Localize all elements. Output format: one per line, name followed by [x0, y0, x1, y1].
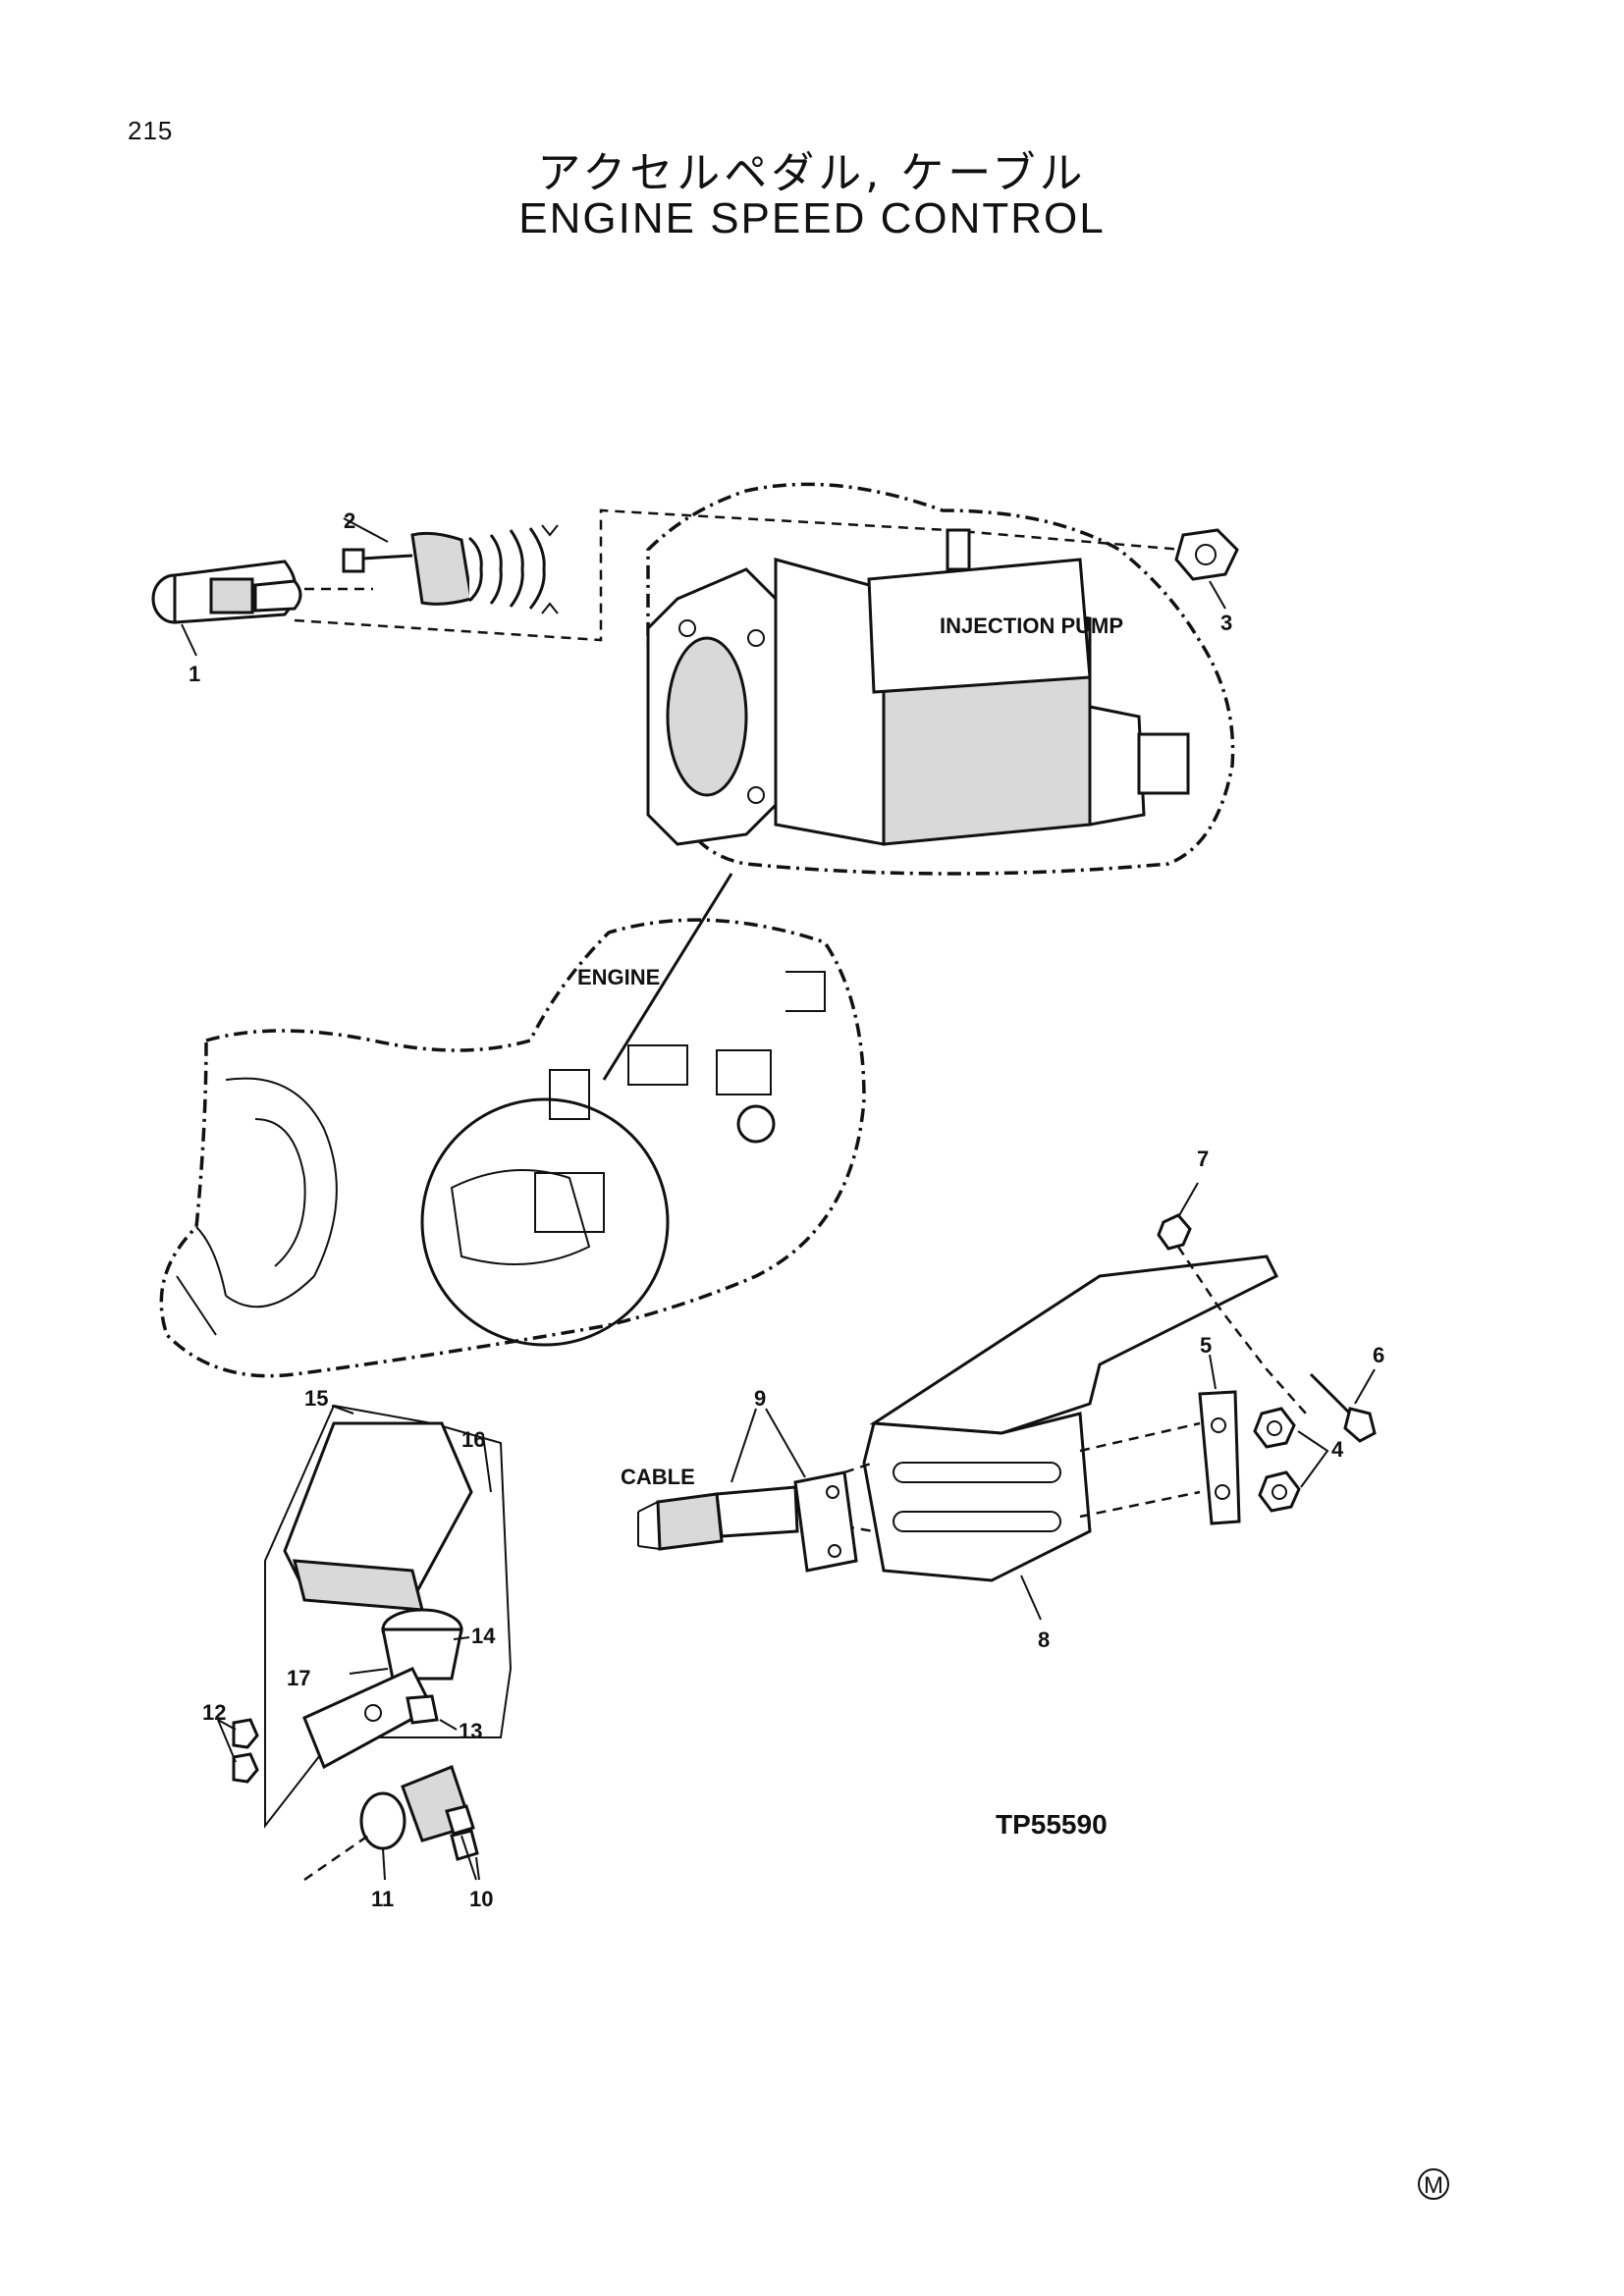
- callout-7: 7: [1197, 1147, 1209, 1171]
- page-title-japanese: アクセルペダル, ケーブル: [537, 148, 1087, 198]
- callout-15: 15: [304, 1386, 328, 1411]
- engine-label: ENGINE: [577, 965, 660, 989]
- part-5-plate: [1198, 1354, 1241, 1525]
- callout-1: 1: [189, 662, 200, 686]
- callout-9: 9: [754, 1386, 766, 1411]
- callout-5: 5: [1200, 1333, 1212, 1358]
- page-number: 215: [128, 116, 174, 145]
- callout-8: 8: [1038, 1628, 1050, 1652]
- engine-view: [159, 918, 866, 1378]
- callout-17: 17: [287, 1666, 310, 1690]
- callout-13: 13: [459, 1719, 482, 1743]
- callout-12: 12: [202, 1700, 226, 1725]
- injection-pump-zoom: [646, 482, 1235, 876]
- figure-code: TP55590: [996, 1809, 1108, 1840]
- cable-label: CABLE: [621, 1465, 695, 1489]
- part-7-nut: [1157, 1182, 1199, 1251]
- corner-mark-circle: [1418, 2168, 1449, 2200]
- callout-16: 16: [461, 1427, 485, 1452]
- callout-2: 2: [344, 508, 355, 533]
- part-9-clevis: [637, 1408, 858, 1573]
- callout-10: 10: [469, 1887, 493, 1911]
- callout-6: 6: [1373, 1343, 1384, 1367]
- part-8-bracket: [862, 1255, 1279, 1621]
- part-6-bolt: [1309, 1368, 1377, 1443]
- callout-3: 3: [1220, 611, 1232, 635]
- part-4-nuts: [1253, 1407, 1329, 1513]
- part-3-nut: [1174, 528, 1239, 610]
- callout-4: 4: [1331, 1437, 1344, 1462]
- corner-mark: M: [1424, 2172, 1443, 2199]
- callout-11: 11: [371, 1887, 394, 1911]
- injection-pump-label: INJECTION PUMP: [940, 614, 1123, 638]
- part-2-boot: [342, 517, 559, 614]
- callout-14: 14: [471, 1624, 496, 1648]
- pedal-assembly: [217, 1404, 513, 1882]
- page-title: ENGINE SPEED CONTROL: [518, 194, 1106, 242]
- part-1-rod-end: [151, 560, 302, 657]
